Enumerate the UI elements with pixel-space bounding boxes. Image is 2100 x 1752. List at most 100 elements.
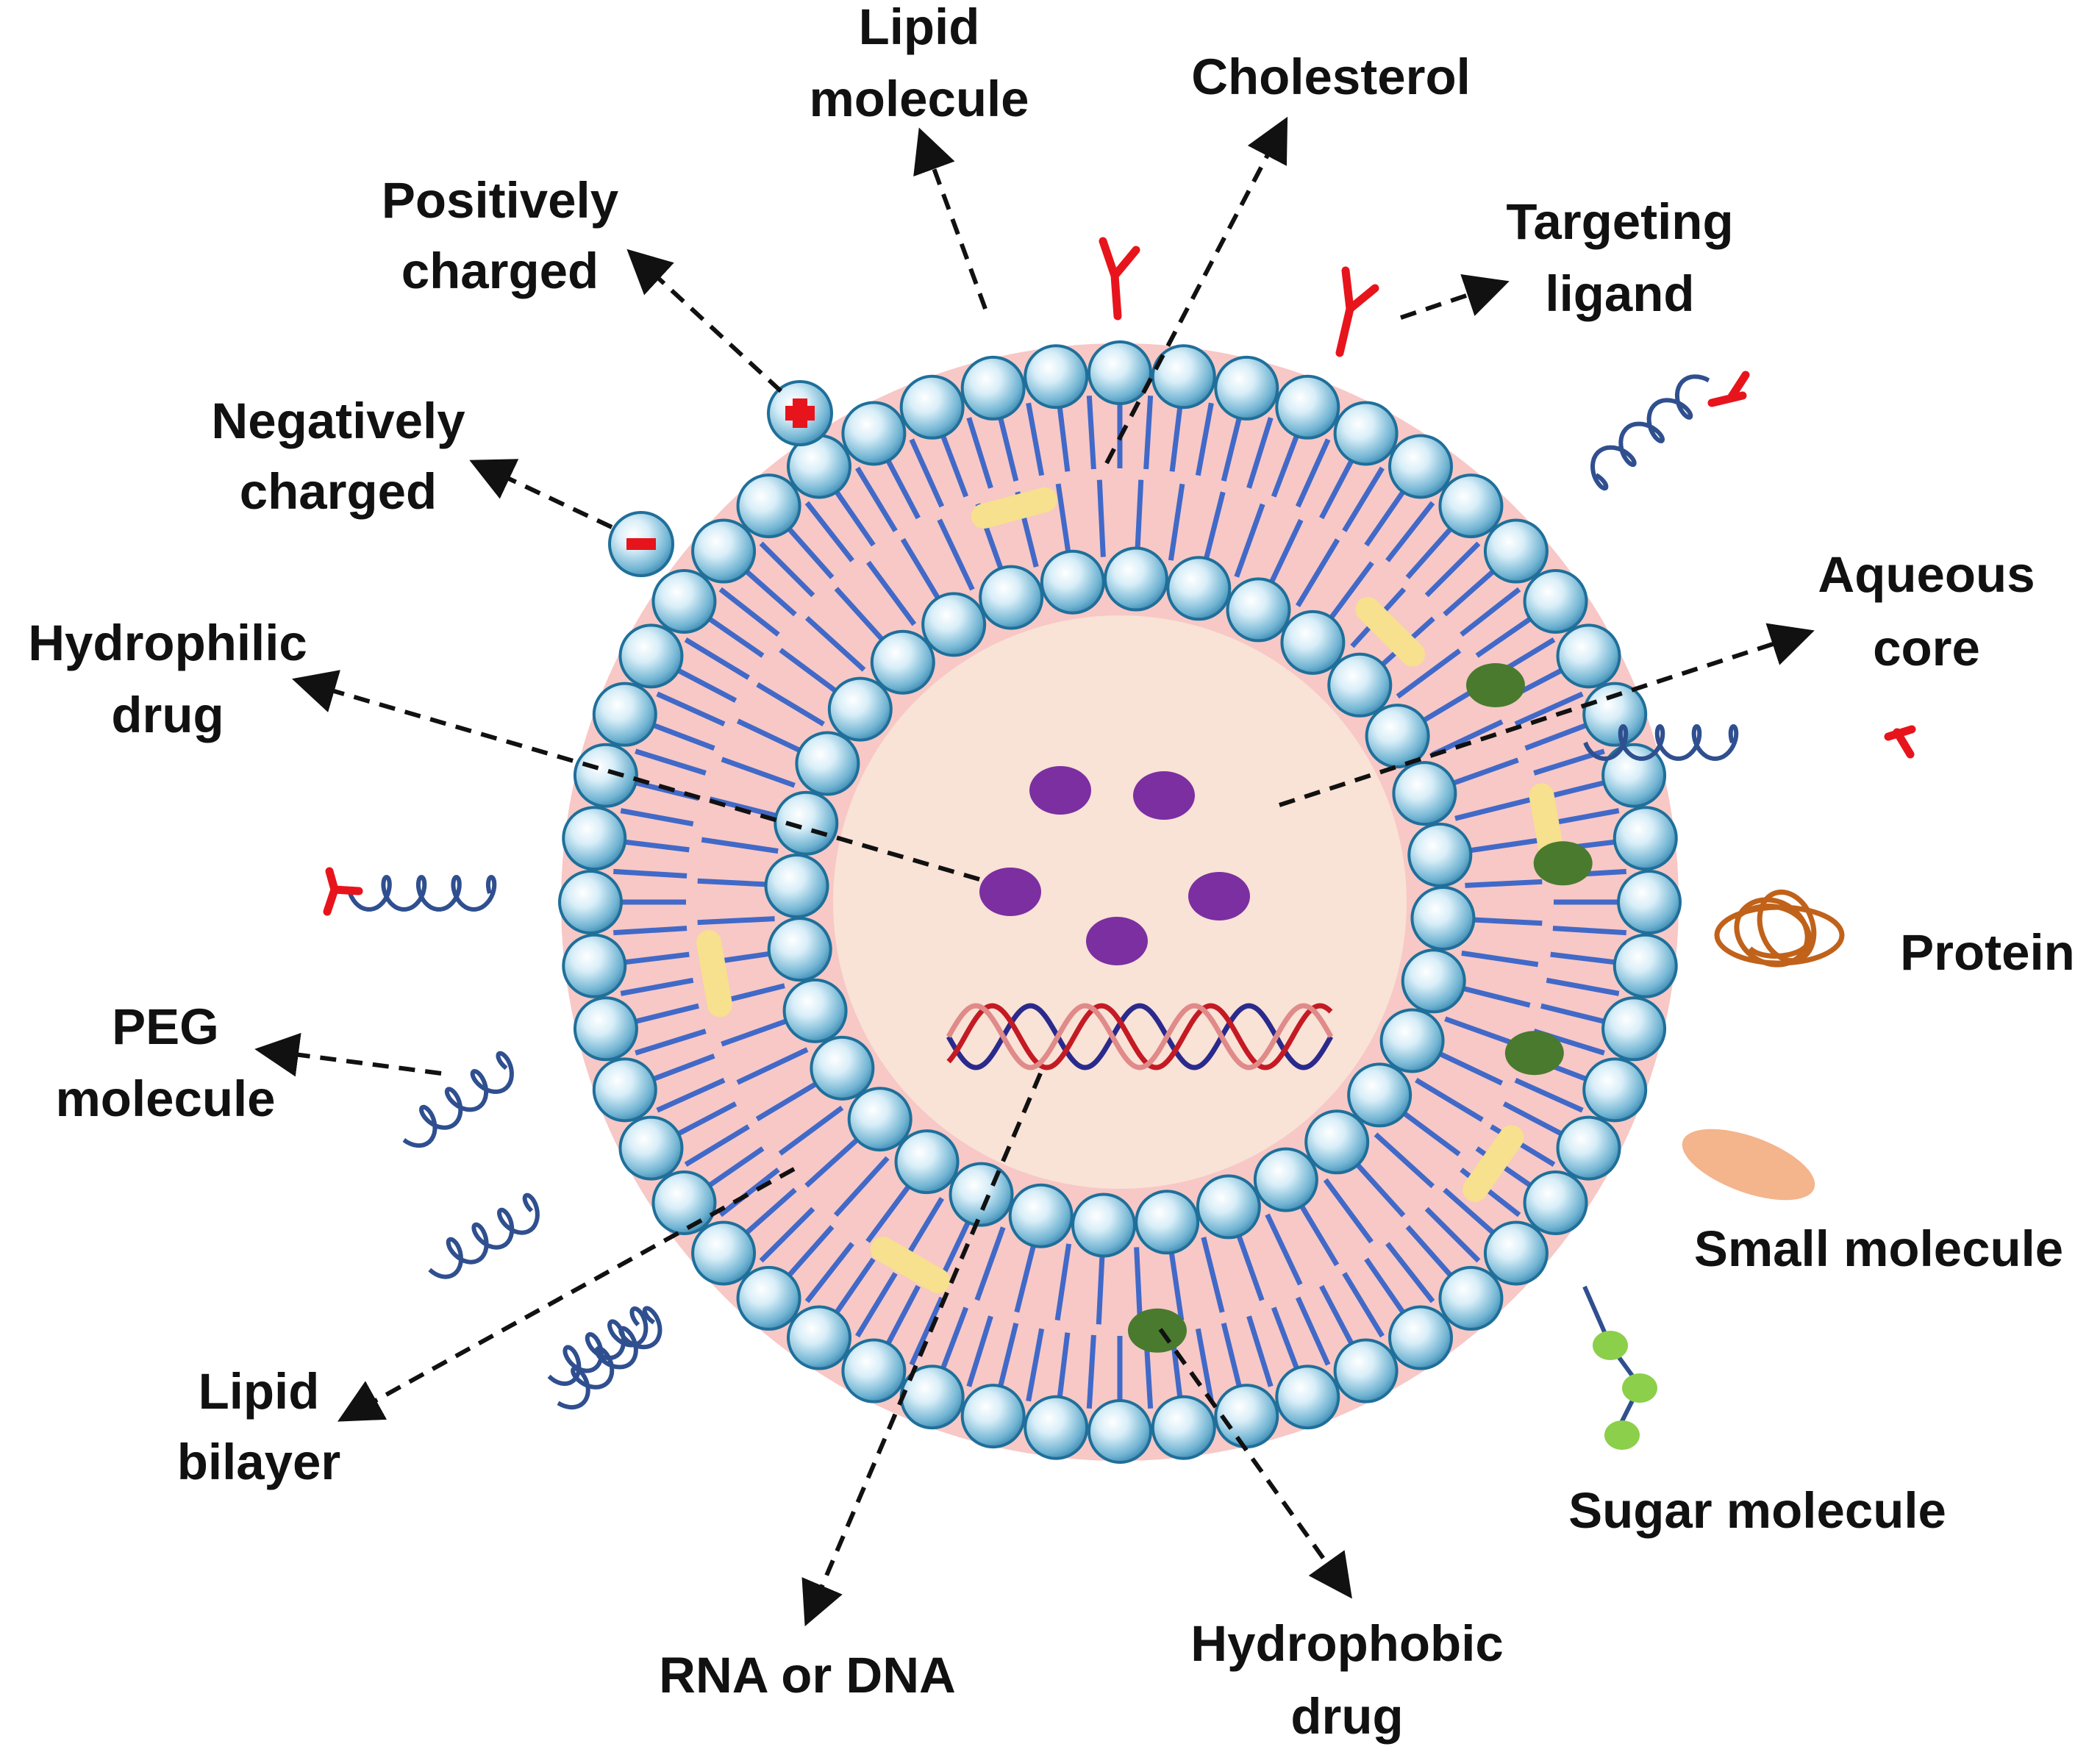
arrow-rna-or-dna <box>801 1072 1043 1627</box>
label-negatively-charged-line1: Negatively <box>211 393 465 449</box>
lipid-head <box>1333 1338 1399 1404</box>
lipid-tail <box>635 748 707 776</box>
lipid-tail <box>1461 837 1539 854</box>
cholesterol-molecule <box>1355 596 1426 667</box>
lipid-head <box>786 1305 851 1370</box>
lipid-head <box>1040 549 1105 615</box>
lipid-head <box>1613 933 1678 998</box>
lipid-tail <box>1233 1226 1265 1301</box>
lipid-tail <box>1271 1306 1302 1378</box>
lipid-head <box>1407 822 1473 887</box>
peg-group <box>348 374 1739 1410</box>
arrow-peg-molecule <box>254 1032 442 1077</box>
label-protein: Protein <box>1900 924 2075 981</box>
lipid-tail <box>615 951 690 966</box>
cholesterol-molecule <box>1462 1125 1524 1202</box>
lipid-head <box>1617 870 1682 934</box>
label-peg-molecule-line2: molecule <box>55 1070 275 1127</box>
lipid-tail <box>738 1187 797 1241</box>
lipid-tail <box>882 1284 921 1353</box>
lipid-head <box>847 1087 913 1152</box>
lipid-tail <box>1405 521 1459 579</box>
lipid-tail <box>736 1047 809 1085</box>
label-targeting-ligand-line1: Targeting <box>1506 193 1733 250</box>
cholesterol-molecule <box>870 1237 951 1294</box>
lipid-tail <box>1460 587 1521 637</box>
hydrophilic-drug-dot <box>1133 771 1195 820</box>
dna-helix <box>946 1003 1334 1070</box>
lipid-tail <box>855 1272 898 1338</box>
lipid-tail <box>656 1077 726 1113</box>
lipid-head <box>1379 1008 1445 1073</box>
lipid-head <box>1556 1115 1621 1181</box>
targeting-ligand-group <box>323 237 1916 916</box>
lipid-tail <box>644 720 715 751</box>
lipid-tail <box>855 466 898 532</box>
peg-chain <box>428 1193 540 1279</box>
lipid-tail <box>1385 1242 1435 1304</box>
lipid-tail <box>1465 916 1543 926</box>
label-hydrophobic-drug-line2: drug <box>1290 1688 1403 1745</box>
lipid-tail <box>613 926 688 936</box>
lipid-tail <box>1168 1243 1185 1321</box>
lipid-tail <box>1444 757 1519 789</box>
lipid-tail <box>1201 1237 1225 1313</box>
aqueous-core <box>833 615 1407 1189</box>
lipid-tail <box>937 518 975 591</box>
lipid-head <box>1523 1170 1588 1236</box>
lipid-tail <box>613 868 688 879</box>
cholesterol-molecule <box>696 929 732 1018</box>
lipid-tail <box>966 1315 993 1387</box>
lipid-tail <box>900 537 945 607</box>
lipid-tail <box>779 648 844 698</box>
lipid-head <box>1523 568 1588 634</box>
lipid-tail <box>1295 538 1340 607</box>
lipid-tail <box>721 1015 796 1047</box>
hydrophilic-drug-dot <box>1029 766 1091 815</box>
lipid-tail <box>1405 1225 1459 1284</box>
lipid-tail <box>738 563 797 617</box>
lipid-heads <box>558 340 1682 1464</box>
lipid-tail <box>1514 691 1584 727</box>
lipid-tail <box>1443 1187 1501 1241</box>
peg-chain <box>1590 374 1710 491</box>
arrow-group <box>254 116 1815 1627</box>
lipid-tail <box>1396 1106 1461 1156</box>
lipid-tail <box>1168 483 1185 561</box>
lipid-head <box>764 854 829 919</box>
lipid-tail <box>1431 1048 1504 1086</box>
dna-strand <box>946 1003 1333 1070</box>
lipid-tail <box>755 1077 825 1122</box>
lipid-tail <box>1295 1296 1331 1366</box>
label-small-molecule: Small molecule <box>1694 1220 2063 1277</box>
lipid-tail <box>626 1003 699 1026</box>
arrow-hydrophilic-drug <box>291 670 980 882</box>
label-positively-charged-line2: charged <box>401 243 599 299</box>
lipid-head <box>960 355 1026 421</box>
lipid-head <box>767 917 832 982</box>
lipid-head <box>691 1220 757 1286</box>
lipid-tail <box>656 691 726 727</box>
lipid-tail <box>1443 563 1501 617</box>
lipid-tail <box>635 1029 707 1056</box>
lipid-head <box>841 1338 907 1404</box>
hydrophobic-drug-group <box>1127 663 1593 1353</box>
lipid-tail <box>1342 466 1385 532</box>
lipid-tail <box>1465 879 1543 888</box>
lipid-head <box>1304 1109 1370 1175</box>
label-cholesterol: Cholesterol <box>1191 49 1471 105</box>
lipid-head <box>979 565 1044 630</box>
lipid-head <box>1556 623 1621 689</box>
cholesterol-molecule <box>971 487 1057 529</box>
lipid-tail <box>1246 1315 1274 1387</box>
lipid-tail <box>1014 1236 1038 1313</box>
lipid-tail <box>1342 1272 1385 1338</box>
lipid-head <box>827 676 893 742</box>
lipid-tail <box>778 1105 844 1156</box>
arrow-cholesterol <box>1104 116 1288 465</box>
lipid-head <box>1582 682 1648 747</box>
arrow-lipid-bilayer <box>338 1167 796 1422</box>
lipid-tail <box>615 838 690 853</box>
label-lipid-molecule-line2: molecule <box>809 71 1029 127</box>
lipid-tail <box>1424 1206 1481 1263</box>
